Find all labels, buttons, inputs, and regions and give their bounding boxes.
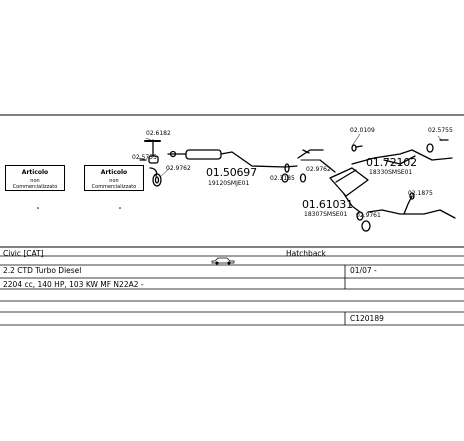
- vehicle-code: C120189: [350, 314, 384, 323]
- vehicle-body: Hatchback: [286, 249, 326, 258]
- vehicle-specs: 2204 cc, 140 HP, 103 KW MF N22A2 -: [3, 280, 144, 289]
- part-number-large: 01.72102: [366, 156, 417, 169]
- leader-lines: [138, 133, 443, 198]
- part-code: 18307SMSE01: [304, 211, 348, 218]
- part-number-large: 01.50697: [206, 166, 257, 179]
- exhaust-parts: [139, 139, 456, 232]
- badge-title: Articolo: [21, 169, 49, 176]
- part-label: 02.6182: [146, 130, 171, 137]
- vehicle-engine: 2.2 CTD Turbo Diesel: [3, 266, 82, 275]
- badge-sub2: Commercializzato: [91, 183, 137, 190]
- badge-sub: non: [30, 177, 40, 184]
- dot: [37, 207, 39, 209]
- part-code: 18330SMSE01: [369, 169, 413, 176]
- part-label: 02.5755: [428, 127, 453, 134]
- dot: [119, 207, 121, 209]
- badge-title: Articolo: [100, 169, 128, 176]
- table-rules: [0, 255, 464, 326]
- part-label: 02.9761: [356, 212, 381, 219]
- part-label: 02.1875: [408, 190, 433, 197]
- badge-sub2: Commercializzato: [12, 183, 58, 190]
- vehicle-model: Civic [CAT]: [3, 249, 44, 258]
- part-label: 02.0109: [350, 127, 375, 134]
- part-label: 02.9762: [166, 165, 191, 172]
- not-available-badge: Articolo non Commercializzato: [84, 165, 144, 191]
- part-label: 02.3185: [270, 175, 295, 182]
- vehicle-date: 01/07 -: [350, 266, 377, 275]
- part-label: 02.5755: [132, 154, 157, 161]
- car-icon: [211, 257, 235, 265]
- part-code: 19120SMJE01: [208, 180, 250, 187]
- badge-sub: non: [109, 177, 119, 184]
- part-number-large: 01.61031: [302, 198, 353, 211]
- not-available-badge: Articolo non Commercializzato: [5, 165, 65, 191]
- part-label: 02.9762: [306, 166, 331, 173]
